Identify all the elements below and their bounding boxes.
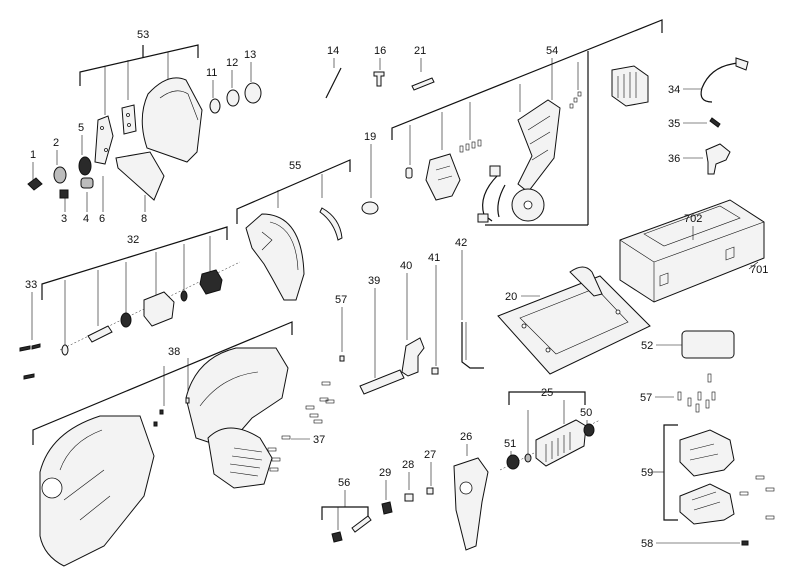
carrying-case-icon bbox=[619, 199, 765, 303]
callout-42: 42 bbox=[455, 237, 467, 249]
callout-58: 58 bbox=[641, 538, 653, 550]
upper-guard-icon bbox=[245, 213, 305, 301]
blade-guard-plate-icon bbox=[94, 115, 114, 165]
part-group-55: 55 19 bbox=[236, 131, 379, 301]
part-group-38: 38 bbox=[32, 321, 293, 567]
washer-icon bbox=[53, 166, 67, 184]
part-group-20: 20 bbox=[497, 266, 651, 375]
part-group-26: 26 bbox=[453, 431, 489, 551]
screw-icon bbox=[27, 177, 43, 191]
callout-701: 701 bbox=[750, 264, 768, 276]
bearing-icon bbox=[120, 312, 132, 328]
part-group-52: 52 bbox=[641, 330, 735, 359]
armature-icon bbox=[535, 419, 587, 467]
part-group-701: 702 701 bbox=[619, 199, 768, 303]
callout-55: 55 bbox=[289, 160, 301, 172]
callout-14: 14 bbox=[327, 45, 339, 57]
callout-26: 26 bbox=[460, 431, 472, 443]
callout-702: 702 bbox=[684, 213, 702, 225]
part-group-11-13: 11 12 13 bbox=[206, 49, 262, 114]
part-group-32: 32 33 bbox=[19, 226, 241, 380]
part-group-56: 56 bbox=[321, 477, 372, 543]
part-group-57-59: 57 59 58 bbox=[640, 373, 775, 550]
callout-32: 32 bbox=[127, 234, 139, 246]
part-group-39-42: 57 39 40 41 42 bbox=[335, 237, 484, 395]
lever-icon bbox=[401, 337, 425, 377]
callout-40: 40 bbox=[400, 260, 412, 272]
motor-cap-icon bbox=[679, 429, 735, 477]
base-plate-icon bbox=[497, 275, 651, 375]
hex-key-icon bbox=[461, 322, 484, 369]
gear-housing-icon bbox=[453, 457, 489, 551]
callout-54: 54 bbox=[546, 45, 558, 57]
callout-36: 36 bbox=[668, 153, 680, 165]
callout-8: 8 bbox=[141, 213, 147, 225]
part-group-34-36: 34 35 36 bbox=[668, 57, 749, 175]
callout-11: 11 bbox=[206, 67, 217, 79]
part-group-1-6: 1 2 3 4 5 6 bbox=[27, 122, 105, 225]
callout-19: 19 bbox=[364, 131, 376, 143]
callout-35: 35 bbox=[668, 118, 680, 130]
part-group-37: 37 bbox=[267, 381, 335, 472]
callout-33: 33 bbox=[25, 279, 37, 291]
callout-13: 13 bbox=[244, 49, 256, 61]
callout-52: 52 bbox=[641, 340, 653, 352]
part-group-25: 25 50 51 bbox=[499, 387, 601, 471]
callout-2: 2 bbox=[53, 137, 59, 149]
part-group-27-29: 27 28 29 bbox=[379, 449, 436, 515]
part-group-14-16-21: 14 16 21 bbox=[325, 45, 435, 99]
callout-3: 3 bbox=[61, 213, 67, 225]
handle-icon bbox=[359, 369, 405, 395]
callout-53: 53 bbox=[137, 29, 149, 41]
callout-20: 20 bbox=[505, 291, 517, 303]
lower-guard-icon bbox=[115, 151, 165, 201]
motor-housing-right-icon bbox=[185, 347, 289, 449]
callout-50: 50 bbox=[580, 407, 592, 419]
label-plate-icon bbox=[681, 330, 735, 359]
callout-12: 12 bbox=[226, 57, 238, 69]
callout-59: 59 bbox=[641, 467, 653, 479]
callout-25: 25 bbox=[541, 387, 553, 399]
callout-34: 34 bbox=[668, 84, 680, 96]
callout-16: 16 bbox=[374, 45, 386, 57]
wiring-switch-icon bbox=[517, 99, 561, 193]
callout-41: 41 bbox=[428, 252, 440, 264]
callout-6: 6 bbox=[99, 213, 105, 225]
blade-guard-icon bbox=[141, 77, 203, 163]
callout-21: 21 bbox=[414, 45, 426, 57]
callout-1: 1 bbox=[30, 149, 36, 161]
callout-38: 38 bbox=[168, 346, 180, 358]
switch-icon bbox=[425, 153, 461, 201]
callout-28: 28 bbox=[402, 459, 414, 471]
callout-39: 39 bbox=[368, 275, 380, 287]
part-group-53: 53 8 bbox=[79, 29, 203, 225]
part-group-54: 54 bbox=[391, 19, 663, 226]
callout-57-lower: 57 bbox=[640, 392, 652, 404]
armature-shaft-icon bbox=[87, 325, 113, 343]
callout-4: 4 bbox=[83, 213, 89, 225]
callout-29: 29 bbox=[379, 467, 391, 479]
callout-51: 51 bbox=[504, 438, 516, 450]
callout-37: 37 bbox=[313, 434, 325, 446]
callout-27: 27 bbox=[424, 449, 436, 461]
callout-56: 56 bbox=[338, 477, 350, 489]
callout-57-upper: 57 bbox=[335, 294, 347, 306]
callout-5: 5 bbox=[78, 122, 84, 134]
